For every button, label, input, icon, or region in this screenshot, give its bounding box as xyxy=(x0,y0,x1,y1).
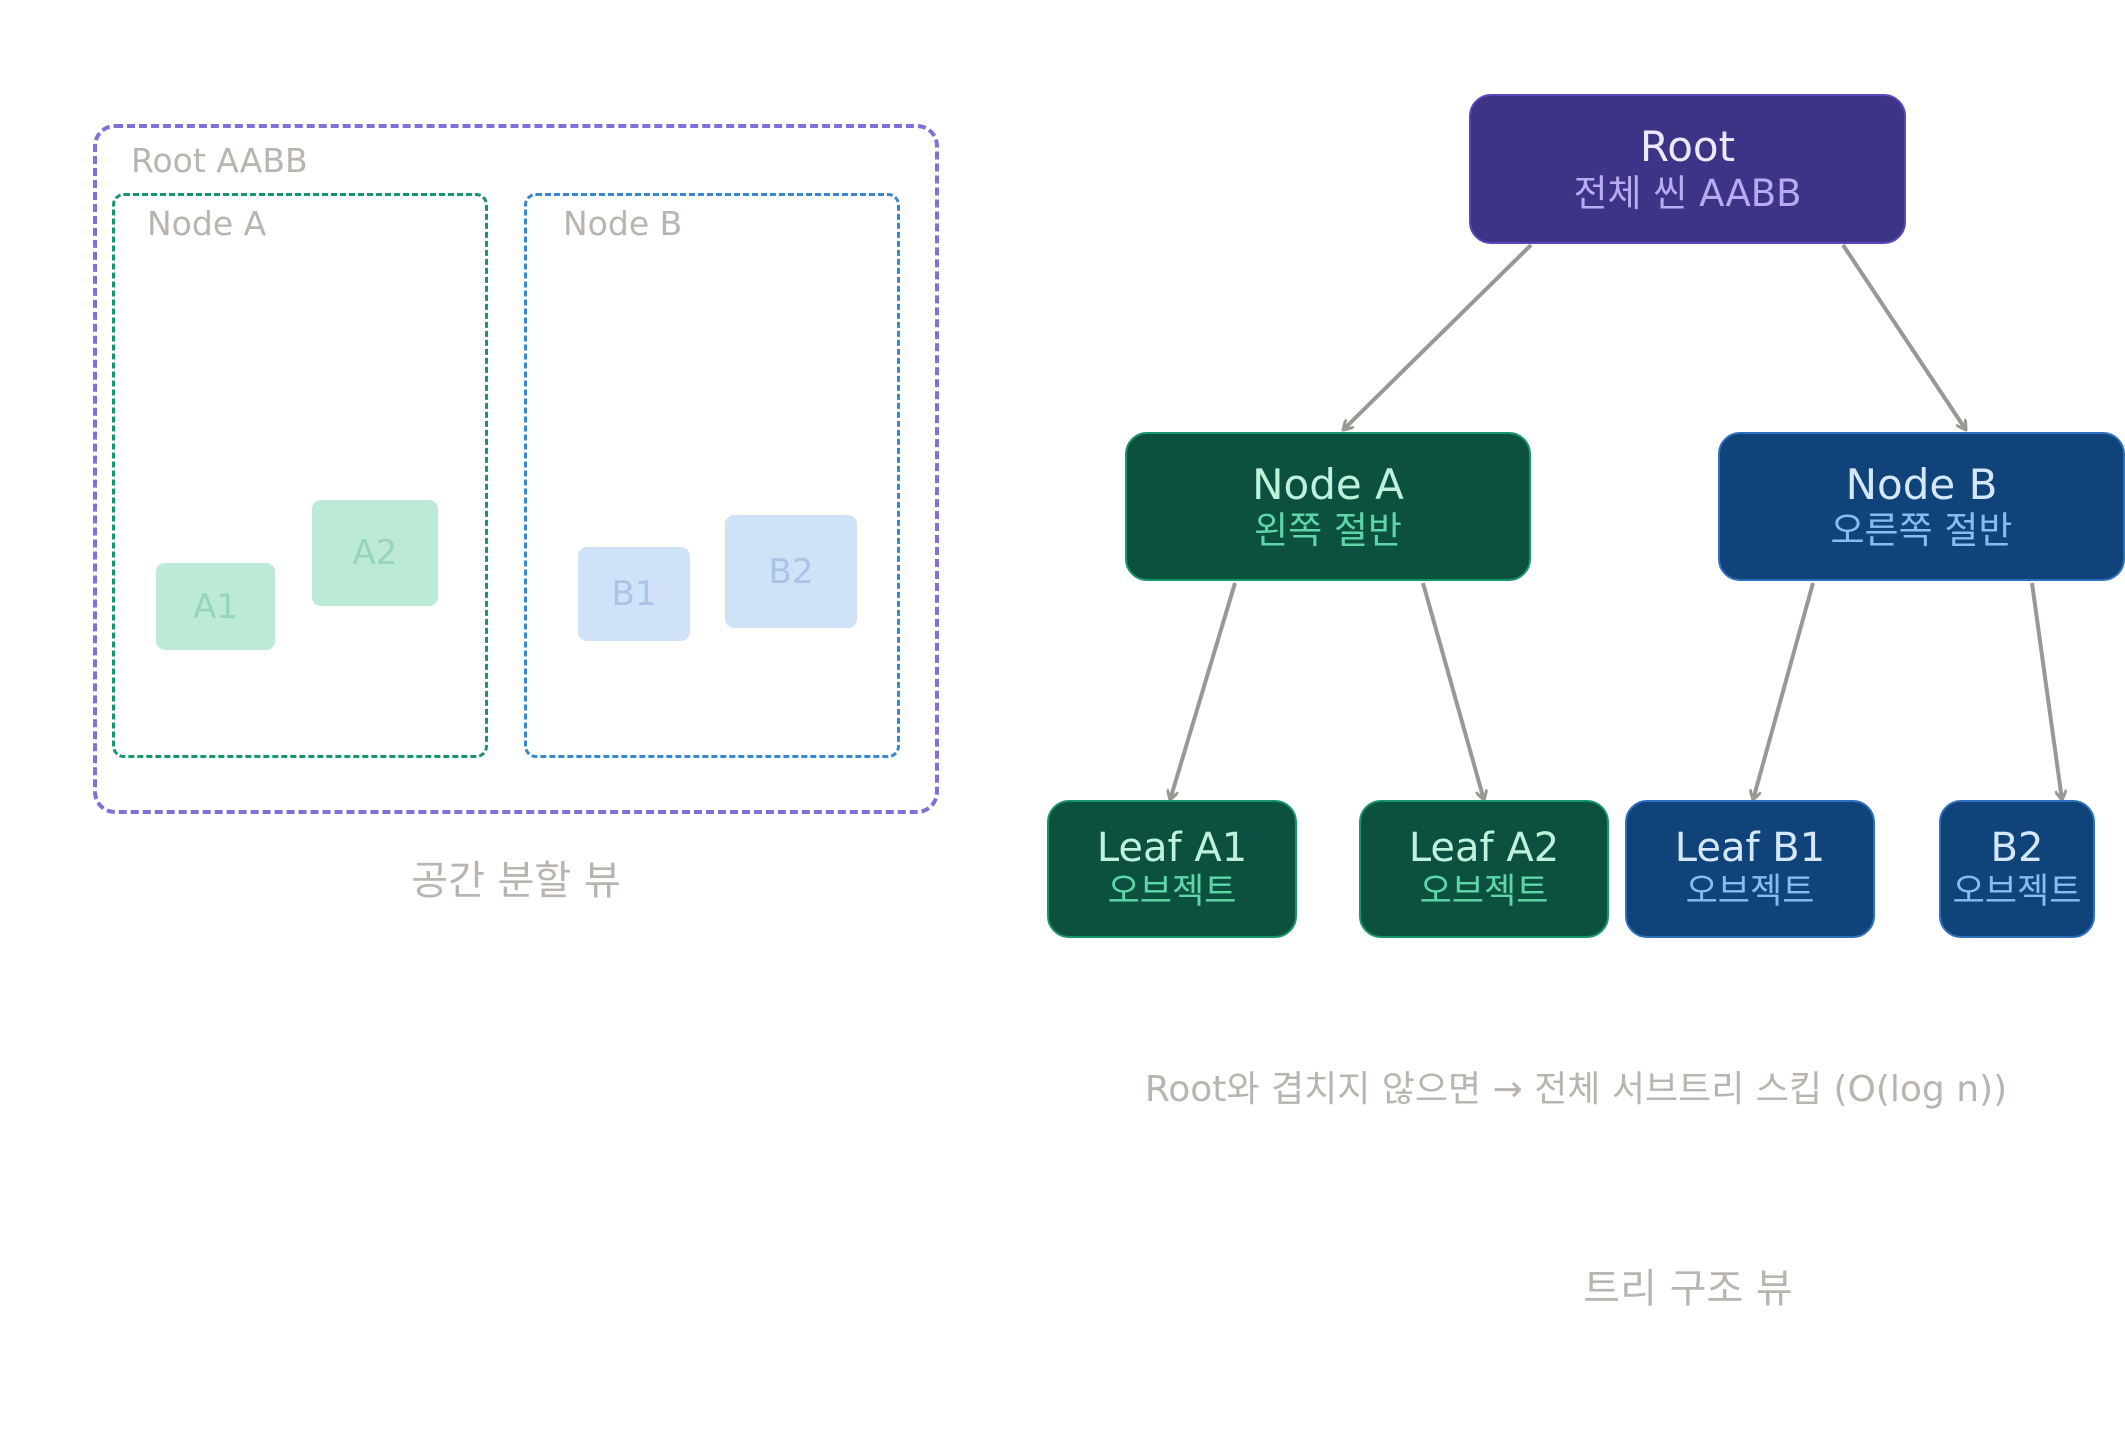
node-b-region-label: Node B xyxy=(563,204,683,243)
tree-leaf-a1-title: Leaf A1 xyxy=(1096,824,1248,871)
tree-leaf-a2-subtitle: 오브젝트 xyxy=(1419,871,1549,912)
tree-leaf-b2-subtitle: 오브젝트 xyxy=(1952,871,2082,912)
root-aabb-region xyxy=(93,124,939,814)
edge-node-a-leaf-a2 xyxy=(1421,582,1484,800)
tree-view-caption: 트리 구조 뷰 xyxy=(1583,1266,1793,1312)
tree-node-b: Node B 오른쪽 절반 xyxy=(1718,432,2125,581)
edge-root-node-a xyxy=(1343,243,1533,430)
tree-skip-note: Root와 겹치지 않으면 → 전체 서브트리 스킵 (O(log n)) xyxy=(1144,1069,2008,1110)
tree-leaf-b2-title: B2 xyxy=(1990,824,2044,871)
edge-root-node-b xyxy=(1841,243,1968,430)
tree-node-b-subtitle: 오른쪽 절반 xyxy=(1830,509,2013,553)
tree-node-a: Node A 왼쪽 절반 xyxy=(1125,432,1531,581)
object-a1: A1 xyxy=(156,563,275,650)
tree-node-root: Root 전체 씬 AABB xyxy=(1469,94,1906,244)
tree-node-a-subtitle: 왼쪽 절반 xyxy=(1254,509,1402,553)
edge-node-a-leaf-a1 xyxy=(1170,582,1237,800)
object-a2: A2 xyxy=(312,500,438,606)
tree-node-root-subtitle: 전체 씬 AABB xyxy=(1573,171,1802,215)
object-b1: B1 xyxy=(578,547,690,641)
node-b-region xyxy=(524,193,900,758)
tree-leaf-a2-title: Leaf A2 xyxy=(1408,824,1560,871)
tree-leaf-b1-title: Leaf B1 xyxy=(1674,824,1826,871)
tree-leaf-a2: Leaf A2 오브젝트 xyxy=(1359,800,1609,938)
object-b2: B2 xyxy=(725,515,857,628)
root-aabb-label: Root AABB xyxy=(131,141,308,180)
node-a-region-label: Node A xyxy=(147,204,267,243)
tree-leaf-b1-subtitle: 오브젝트 xyxy=(1685,871,1815,912)
tree-node-root-title: Root xyxy=(1639,122,1736,172)
tree-leaf-b1: Leaf B1 오브젝트 xyxy=(1625,800,1875,938)
tree-leaf-b2: B2 오브젝트 xyxy=(1939,800,2095,938)
edge-node-b-leaf-b2 xyxy=(2030,582,2062,800)
node-a-region xyxy=(112,193,488,758)
tree-leaf-a1: Leaf A1 오브젝트 xyxy=(1047,800,1297,938)
tree-node-a-title: Node A xyxy=(1252,459,1404,509)
spatial-view-caption: 공간 분할 뷰 xyxy=(411,858,621,904)
tree-node-b-title: Node B xyxy=(1845,459,1998,509)
tree-leaf-a1-subtitle: 오브젝트 xyxy=(1107,871,1237,912)
edge-node-b-leaf-b1 xyxy=(1753,582,1815,800)
